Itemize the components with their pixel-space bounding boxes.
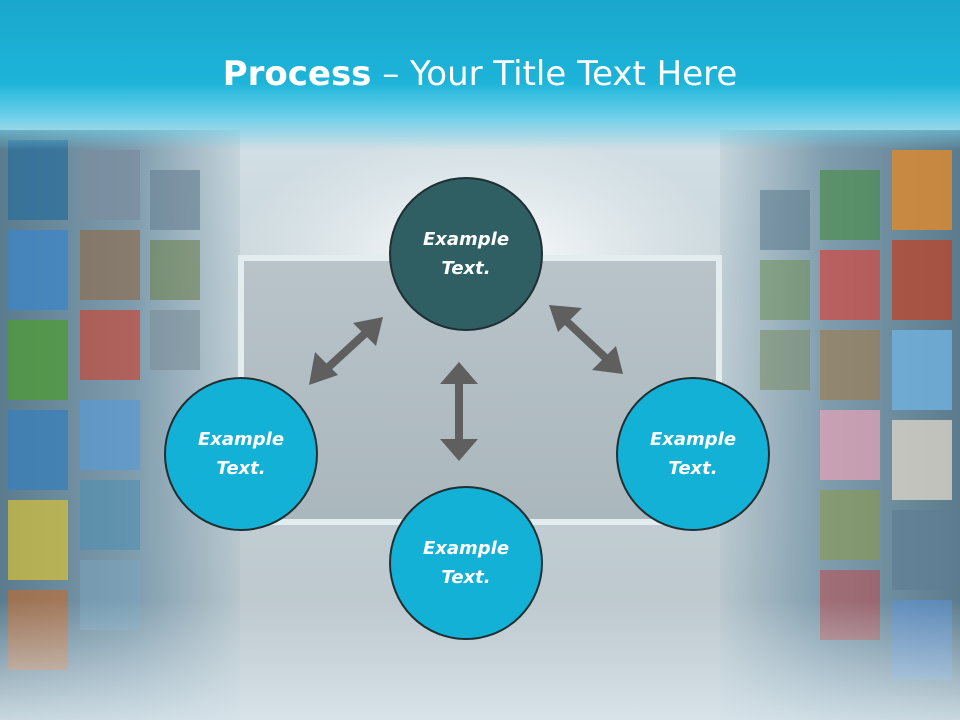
node-bottom-text: Example Text. — [422, 538, 510, 588]
node-right-text: Example Text. — [649, 429, 737, 479]
title-rest: – Your Title Text Here — [371, 54, 738, 94]
node-left-text: Example Text. — [197, 429, 285, 479]
arrow-top-left — [309, 317, 383, 385]
process-node-right: Example Text. — [616, 377, 770, 531]
arrow-top-right — [549, 305, 623, 374]
title-banner — [0, 0, 960, 150]
process-node-bottom: Example Text. — [389, 486, 543, 640]
node-top-text: Example Text. — [422, 229, 510, 279]
arrow-vertical — [440, 362, 478, 461]
title-bold: Process — [222, 54, 372, 94]
process-node-left: Example Text. — [164, 377, 318, 531]
slide-title: Process – Your Title Text Here — [0, 52, 960, 96]
process-node-top: Example Text. — [389, 177, 543, 331]
